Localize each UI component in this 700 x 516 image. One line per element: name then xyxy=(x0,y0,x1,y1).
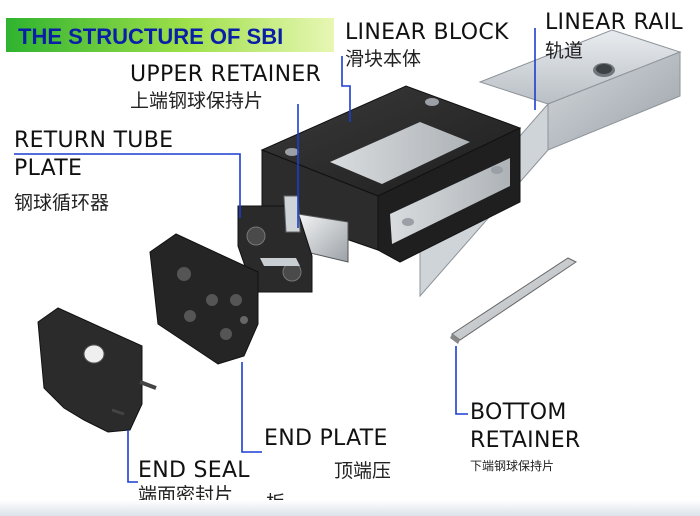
label-bottom-retainer-line1: BOTTOM xyxy=(470,400,567,425)
leader-bottom-retainer xyxy=(455,346,468,415)
footer-gradient-band xyxy=(0,500,700,516)
title-banner: THE STRUCTURE OF SBI xyxy=(6,18,334,52)
label-end-plate-cn: 顶端压 xyxy=(334,460,392,482)
label-end-seal: END SEAL xyxy=(138,458,250,483)
label-end-seal-cn: 端面密封片 xyxy=(138,484,234,506)
label-linear-block: LINEAR BLOCK xyxy=(345,20,509,45)
end-seal xyxy=(37,307,157,433)
leader-return-tube xyxy=(14,153,241,218)
leader-end-seal xyxy=(127,430,138,483)
label-upper-retainer-cn: 上端钢球保持片 xyxy=(130,90,264,112)
label-return-tube-cn: 钢球循环器 xyxy=(14,192,110,214)
leader-linear-block xyxy=(341,56,351,122)
label-linear-rail: LINEAR RAIL xyxy=(545,10,683,35)
label-bottom-retainer-cn: 下端钢球保持片 xyxy=(470,459,555,473)
label-return-tube-line2: PLATE xyxy=(14,156,83,181)
upper-retainer xyxy=(283,195,301,233)
label-linear-block-cn: 滑块本体 xyxy=(345,48,422,70)
label-bottom-retainer-line2: RETAINER xyxy=(470,428,581,453)
label-return-tube-line1: RETURN TUBE xyxy=(14,128,174,153)
leader-lines xyxy=(14,28,536,483)
diagram-title: THE STRUCTURE OF SBI xyxy=(18,24,284,49)
end-plate xyxy=(149,233,259,365)
label-linear-rail-cn: 轨道 xyxy=(545,40,584,62)
label-upper-retainer: UPPER RETAINER xyxy=(130,62,322,87)
linear-block xyxy=(260,85,522,263)
bottom-retainer xyxy=(450,257,577,344)
leader-end-plate xyxy=(241,362,262,453)
label-end-plate: END PLATE xyxy=(264,426,388,451)
